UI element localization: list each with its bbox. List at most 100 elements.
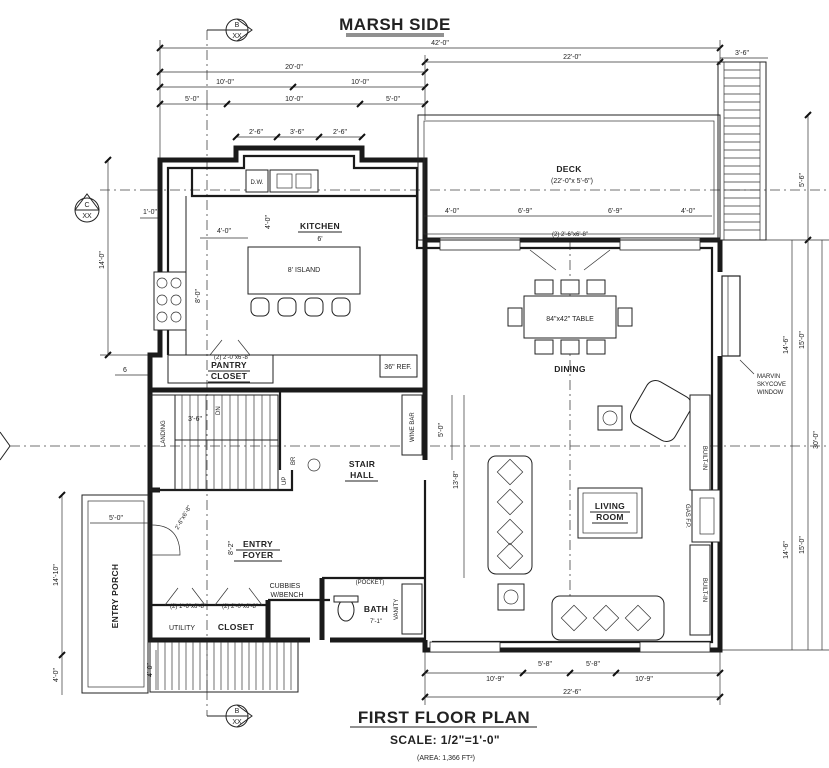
plan-title: FIRST FLOOR PLAN: [358, 708, 530, 727]
svg-text:14'-10": 14'-10": [53, 564, 60, 586]
windows: [429, 237, 741, 653]
island-stools: [250, 297, 351, 317]
svg-text:8'-2": 8'-2": [228, 541, 235, 555]
island-stool: [331, 297, 351, 317]
dining-chair: [534, 279, 554, 295]
sofa-cushion: [496, 518, 524, 546]
svg-text:42'-0": 42'-0": [431, 40, 449, 47]
deck-stair-treads: [724, 69, 760, 231]
entry-porch-label: ENTRY PORCH: [110, 564, 120, 629]
pantry-closet-label: CLOSET: [211, 371, 248, 381]
island-label: 8' ISLAND: [288, 267, 320, 274]
section-marker-b-bottom: B XX: [206, 690, 253, 728]
utility-label: UTILITY: [169, 625, 195, 632]
deck: DECK (22'-0"x 5'-6") 4'-0" 6'-9" 6'-9" 4…: [417, 114, 721, 241]
sofa-cushion: [496, 488, 524, 516]
sofa-cushion: [560, 604, 588, 632]
ref-label: 36" REF.: [384, 364, 411, 371]
dining: 84"x42" TABLE DINING: [523, 249, 617, 374]
svg-text:B: B: [235, 708, 240, 715]
svg-text:LANDING: LANDING: [161, 420, 167, 447]
svg-text:3'-6": 3'-6": [188, 416, 202, 423]
svg-text:10'-0": 10'-0": [216, 79, 234, 86]
pantry: PANTRY CLOSET (2) 2'-0"x6'-8" 36" REF.: [167, 339, 418, 384]
sofa-cushion: [496, 458, 524, 486]
dining-chair: [586, 339, 606, 355]
scale-label: SCALE: 1/2"=1'-0": [390, 733, 500, 747]
svg-text:30'-0": 30'-0": [813, 431, 820, 449]
svg-text:7'-1": 7'-1": [370, 619, 382, 625]
svg-text:5'-8": 5'-8": [538, 661, 552, 668]
svg-text:5'-8": 5'-8": [586, 661, 600, 668]
entry-foyer: ENTRY FOYER 8'-2" 2'-6"x6'-8" CUBBIES W/…: [151, 505, 304, 599]
living-label: LIVING: [595, 501, 625, 511]
svg-text:14'-0": 14'-0": [99, 251, 106, 269]
svg-text:SKYCOVE: SKYCOVE: [757, 382, 786, 388]
porch-stair-treads: [157, 642, 292, 690]
svg-text:MARVIN: MARVIN: [757, 374, 780, 380]
top-dimensions: 42'-0" 22'-0" 3'-6" 20'-0" 10'-0" 10'-0"…: [156, 40, 768, 160]
island-stool: [277, 297, 297, 317]
svg-text:15'-0": 15'-0": [799, 536, 806, 554]
svg-text:D.W.: D.W.: [251, 180, 264, 186]
dining-label: DINING: [554, 364, 586, 374]
svg-text:5'-0": 5'-0": [185, 96, 199, 103]
svg-text:B: B: [235, 22, 240, 29]
sofa-cushion: [592, 604, 620, 632]
foyer-label: FOYER: [243, 550, 274, 560]
entry-porch: ENTRY PORCH 5'-0": [81, 494, 299, 694]
sofa-cushion: [496, 542, 524, 570]
section-marker-c-left: C XX: [74, 189, 150, 223]
svg-text:10'-9": 10'-9": [635, 676, 653, 683]
closet-label: CLOSET: [218, 622, 255, 632]
cubbies-label: CUBBIES: [270, 583, 301, 590]
svg-text:(2) 2'-0"x6'-8": (2) 2'-0"x6'-8": [222, 604, 258, 610]
svg-text:15'-0": 15'-0": [799, 331, 806, 349]
svg-text:3'-6": 3'-6": [735, 50, 749, 57]
stair-treads: [181, 395, 271, 490]
deck-label: DECK: [556, 164, 582, 174]
area-label: (AREA: 1,366 FT²): [417, 755, 475, 762]
kitchen-label: KITCHEN: [300, 221, 340, 231]
svg-text:BUILT-IN: BUILT-IN: [701, 446, 707, 470]
svg-text:GAS F.P.: GAS F.P.: [684, 504, 690, 528]
svg-text:22'-0": 22'-0": [563, 54, 581, 61]
svg-text:1'-0": 1'-0": [143, 209, 157, 216]
svg-text:UP: UP: [282, 477, 288, 485]
dining-chairs: [507, 279, 633, 355]
right-dimensions: 5'-6" 14'-6" 15'-0" 30'-0" 14'-6" 15'-0": [720, 111, 829, 651]
svg-text:22'-6": 22'-6": [563, 689, 581, 696]
stair-label: STAIR: [349, 459, 375, 469]
svg-text:WINDOW: WINDOW: [757, 390, 784, 396]
svg-text:4'-0": 4'-0": [445, 208, 459, 215]
svg-text:4'-0": 4'-0": [53, 668, 60, 682]
section-marker-b-top: B XX: [206, 18, 253, 100]
svg-text:6'-9": 6'-9": [608, 208, 622, 215]
svg-text:BUILT-IN: BUILT-IN: [701, 578, 707, 602]
living-room: LIVING ROOM BUILT-IN BUILT-IN GAS F.P.: [487, 380, 721, 641]
exterior-walls: [147, 145, 723, 653]
svg-text:DN: DN: [216, 406, 222, 415]
svg-text:(2) 1'-6"x6'-8": (2) 1'-6"x6'-8": [170, 604, 206, 610]
dining-chair: [560, 339, 580, 355]
dining-chair: [507, 307, 523, 327]
svg-text:(2) 2'-0"x6'-8": (2) 2'-0"x6'-8": [214, 355, 250, 361]
svg-text:4'-0": 4'-0": [265, 215, 272, 229]
svg-text:3'-6": 3'-6": [290, 129, 304, 136]
wine-bar-label: WINE BAR: [410, 412, 416, 442]
svg-text:4'-0": 4'-0": [217, 228, 231, 235]
svg-text:2'-6"x6'-8": 2'-6"x6'-8": [175, 505, 194, 531]
dining-chair: [586, 279, 606, 295]
svg-text:5'-0": 5'-0": [109, 515, 123, 522]
svg-text:13'-8": 13'-8": [453, 471, 460, 489]
marsh-side-title: MARSH SIDE: [339, 15, 451, 34]
dining-chair: [617, 307, 633, 327]
sofa-cushions: [496, 458, 652, 632]
svg-text:(2) 2'-6"x6'-8": (2) 2'-6"x6'-8": [552, 232, 588, 238]
living-room-label: ROOM: [596, 512, 624, 522]
cubbies-bench-label: W/BENCH: [270, 592, 303, 599]
deck-size: (22'-0"x 5'-6"): [551, 178, 593, 185]
island-stool: [304, 297, 324, 317]
dining-chair: [534, 339, 554, 355]
svg-text:6': 6': [317, 236, 322, 243]
